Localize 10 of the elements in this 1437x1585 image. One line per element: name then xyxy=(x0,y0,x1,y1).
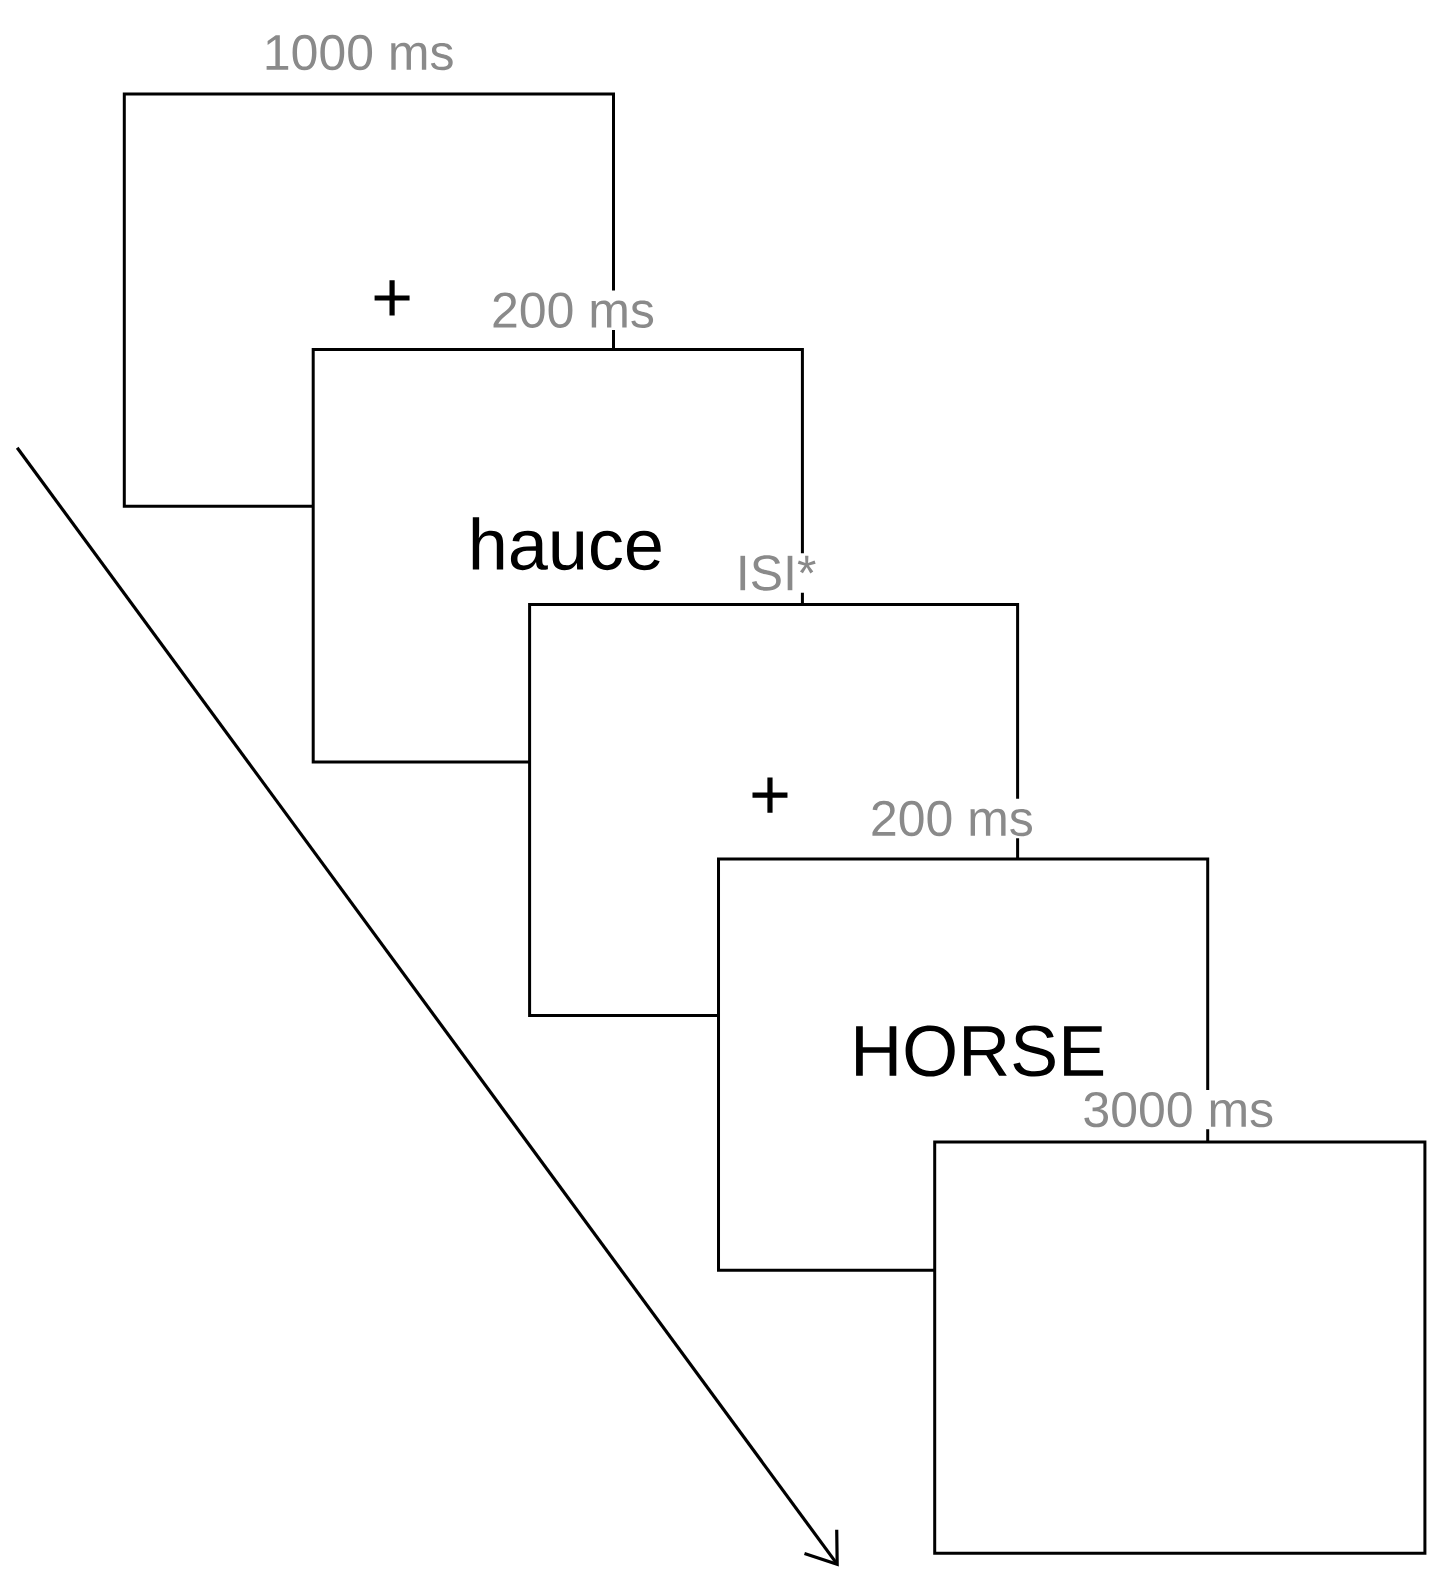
stimulus-text: + xyxy=(374,280,410,316)
duration-label: 3000 ms xyxy=(1080,1089,1277,1130)
stimulus-text: + xyxy=(752,777,788,813)
duration-label: 200 ms xyxy=(489,290,657,330)
stimulus-text: hauce xyxy=(472,517,661,571)
screen-box xyxy=(933,1140,1427,1555)
duration-label: 200 ms xyxy=(867,798,1036,839)
duration-label: 1000 ms xyxy=(260,32,457,73)
duration-label: ISI* xyxy=(733,553,819,593)
stimulus-text: HORSE xyxy=(856,1025,1104,1077)
